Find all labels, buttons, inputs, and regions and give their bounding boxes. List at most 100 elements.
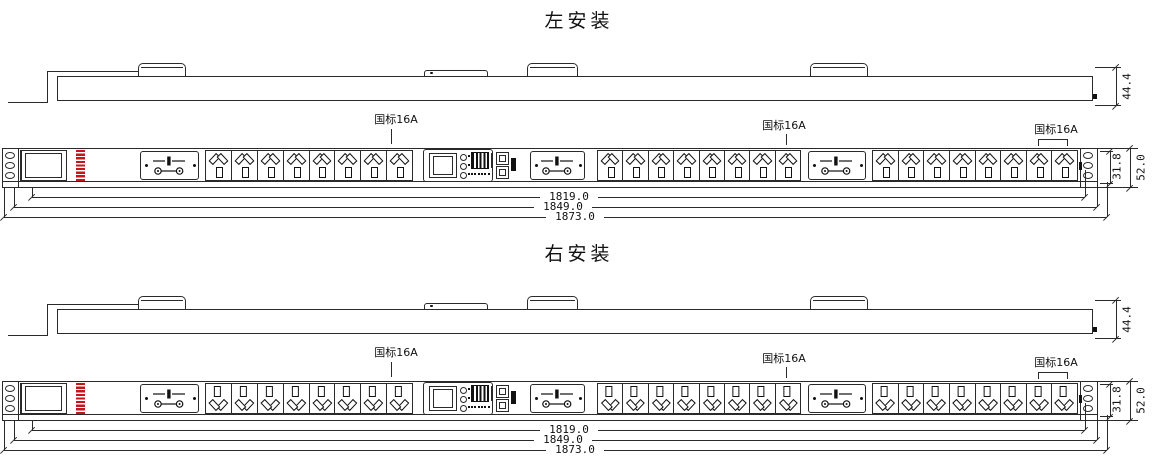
- gb-16a-socket-icon: [622, 384, 647, 413]
- mounting-bracket-line: [47, 71, 48, 103]
- front-panel-bottom-line: [3, 181, 1097, 182]
- neutral-slot-icon: [734, 152, 747, 166]
- digital-meter-display-icon: [433, 156, 453, 175]
- screw-dot: [579, 164, 582, 167]
- gb-16a-socket-icon: [923, 151, 949, 180]
- gb-16a-socket-icon: [873, 151, 898, 180]
- dim-ext-line: [32, 188, 33, 197]
- socket-face: [873, 151, 898, 180]
- screw-dot: [144, 397, 148, 400]
- button-mark: [468, 155, 470, 157]
- neutral-slot-icon: [702, 398, 714, 412]
- gb-16a-socket-icon: [723, 151, 749, 180]
- end-cap-mark: [1093, 327, 1097, 332]
- grille-edge-line: [490, 153, 492, 168]
- port-inner: [499, 388, 506, 395]
- breaker-symbol-icon: [540, 388, 576, 410]
- breaker-rocker-inner: [25, 153, 62, 178]
- drawing-title: 右安装: [544, 243, 614, 265]
- dim-height-label: 52.0: [1134, 153, 1148, 182]
- earth-slot-icon: [882, 166, 890, 178]
- button-mark: [468, 173, 470, 175]
- earth-slot-icon: [734, 166, 742, 178]
- socket-face: [674, 384, 698, 413]
- dim-ext-line: [14, 188, 15, 207]
- earth-slot-icon: [683, 166, 691, 178]
- earth-slot-icon: [1010, 166, 1018, 178]
- gb-16a-socket-icon: [256, 384, 283, 413]
- gb-16a-socket-icon: [282, 384, 309, 413]
- gb-16a-socket-icon: [698, 384, 724, 413]
- dim-ext-line: [1085, 403, 1086, 430]
- outlet-group: [205, 150, 413, 181]
- outlet-group: [872, 150, 1078, 181]
- socket-face: [1052, 384, 1077, 413]
- earth-slot-icon: [369, 386, 377, 398]
- mounting-hole-oval-icon: [5, 405, 15, 412]
- earth-slot-icon: [757, 386, 765, 398]
- socket-face: [310, 384, 335, 413]
- socket-face: [361, 151, 386, 180]
- screw-dot: [534, 397, 538, 400]
- mounting-hole-oval-icon: [1083, 172, 1093, 179]
- dimension-line: [1116, 67, 1117, 106]
- earth-slot-icon: [957, 386, 965, 398]
- socket-face: [976, 384, 1001, 413]
- gb-16a-socket-icon: [673, 384, 698, 413]
- port-switch-mark: [511, 158, 516, 171]
- screw-dot: [193, 164, 196, 167]
- gb-16a-socket-icon: [1051, 384, 1077, 413]
- side-view: 44.4: [0, 0, 1158, 237]
- earth-slot-icon: [345, 166, 353, 178]
- dimension-line: [1110, 384, 1111, 417]
- mounting-ear-profile-icon: [138, 296, 186, 309]
- end-cap-mark: [1093, 94, 1097, 99]
- dim-ext-line: [1095, 300, 1121, 301]
- gb-16a-socket-icon: [673, 151, 698, 180]
- gb-16a-socket-icon: [897, 151, 924, 180]
- gb-16a-socket-icon: [948, 151, 975, 180]
- dim-length-label: 1873.0: [546, 211, 604, 223]
- earth-slot-icon: [959, 166, 967, 178]
- neutral-slot-icon: [760, 152, 773, 166]
- dim-hole-pitch-label: 31.8: [1110, 152, 1124, 181]
- dim-ext-line: [1098, 187, 1138, 188]
- dim-length-label: 1849.0: [534, 434, 592, 446]
- socket-face: [1027, 384, 1052, 413]
- button-mark: [468, 388, 470, 390]
- earth-slot-icon: [291, 386, 299, 398]
- side-view: 44.4: [0, 233, 1158, 470]
- clip-dot: [430, 71, 433, 74]
- socket-face: [598, 151, 622, 180]
- socket-face: [649, 384, 673, 413]
- neutral-slot-icon: [658, 152, 671, 166]
- dim-ext-line: [1107, 182, 1108, 217]
- callout-leader-line: [786, 367, 787, 378]
- dim-ext-line: [1107, 415, 1108, 450]
- socket-face: [206, 384, 231, 413]
- mounting-ear-profile-icon: [527, 63, 578, 76]
- neutral-slot-icon: [371, 152, 384, 166]
- breaker-switch-module: [530, 151, 585, 180]
- earth-slot-icon: [631, 386, 639, 398]
- cap-latch-mark: [1079, 162, 1082, 170]
- gb-16a-socket-icon: [1000, 151, 1026, 180]
- socket-face: [873, 384, 898, 413]
- earth-slot-icon: [317, 386, 325, 398]
- earth-slot-icon: [658, 166, 666, 178]
- socket-face: [284, 384, 309, 413]
- gb-16a-socket-icon: [598, 384, 622, 413]
- neutral-slot-icon: [934, 152, 947, 166]
- earth-slot-icon: [656, 386, 664, 398]
- earth-slot-icon: [215, 166, 223, 178]
- dim-length-label: 1849.0: [534, 201, 592, 213]
- gb-16a-socket-icon: [360, 151, 386, 180]
- gb-16a-socket-icon: [230, 151, 257, 180]
- gb-16a-socket-icon: [948, 384, 975, 413]
- dim-ext-line: [1100, 384, 1113, 385]
- dimension-line: [1116, 300, 1117, 339]
- neutral-slot-icon: [1036, 152, 1049, 166]
- meter-button-icon: [460, 171, 467, 179]
